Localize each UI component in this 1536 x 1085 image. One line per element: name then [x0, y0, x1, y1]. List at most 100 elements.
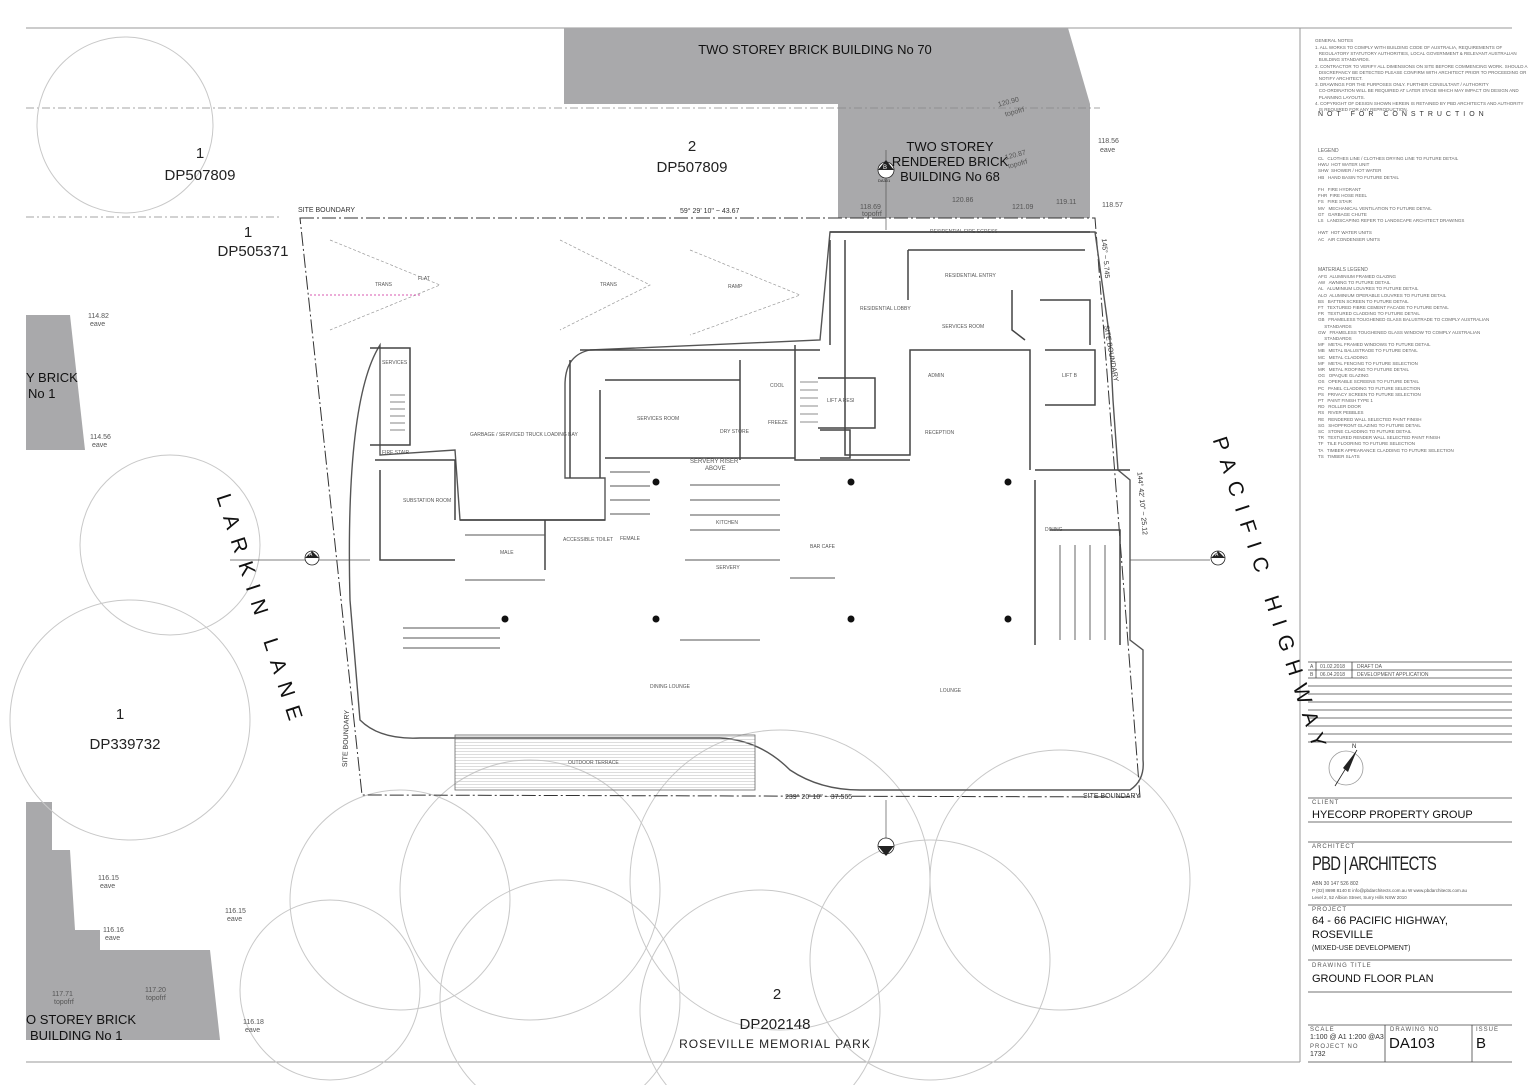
note-line: PLANNING LAYOUTS. — [1315, 94, 1365, 100]
spot-level-note: eave — [92, 442, 108, 449]
note-line: HWU HOT WATER UNIT — [1318, 162, 1370, 168]
spot-level-note: eave — [1100, 147, 1116, 154]
fire-stair — [390, 381, 818, 431]
note-line: CO-ORDINATION WILL BE REQUIRED AT LATER … — [1315, 88, 1519, 94]
spot-level-note: topofrf — [862, 211, 882, 218]
room-label: RESIDENTIAL LOBBY — [860, 306, 911, 312]
room-label: ADMIN — [928, 373, 945, 379]
project-line1: 64 - 66 PACIFIC HIGHWAY, — [1312, 915, 1448, 927]
note-line: FHR FIRE HOSE REEL — [1318, 193, 1368, 199]
architect-address: Level 2, 52 Albion Street, Surry Hills N… — [1312, 895, 1407, 900]
spot-level-note: eave — [227, 916, 243, 923]
room-label: SERVICES — [382, 360, 408, 366]
note-line: GW FRAMELESS TOUGHENED GLASS WINDOW TO C… — [1318, 329, 1481, 335]
note-line: MR METAL ROOFING TO FUTURE DETAIL — [1318, 367, 1410, 373]
building-left-label: No 1 — [28, 386, 56, 401]
note-line: DISCREPANCY BE DETECTED PLEASE CONFIRM W… — [1315, 69, 1527, 75]
room-label: ACCESSIBLE TOILET — [563, 537, 614, 543]
lot-number: 2 — [772, 986, 782, 1003]
issue-label: ISSUE — [1476, 1027, 1500, 1033]
revision-desc: DRAFT DA — [1357, 664, 1382, 670]
spot-level: 114.56 — [90, 434, 111, 441]
note-line: STANDARDS — [1318, 336, 1352, 342]
seating — [403, 471, 1106, 649]
note-line: BUILDING STANDARDS. — [1315, 57, 1370, 63]
room-label: SERVICES ROOM — [637, 416, 680, 422]
spot-level: 117.71 — [52, 991, 73, 998]
section-marker-a-left — [230, 550, 370, 566]
spot-level: 121.09 — [1012, 204, 1034, 211]
room-label: RESIDENTIAL ENTRY — [945, 273, 996, 279]
room-label: LOUNGE — [940, 688, 962, 694]
drawing-no: DA103 — [1389, 1035, 1435, 1052]
building-no70 — [564, 28, 1090, 104]
note-line: RE RENDERED WALL SELECTED PAINT FINISH — [1318, 416, 1422, 422]
note-line: STANDARDS — [1318, 323, 1352, 329]
note-line: HB HAND BASIN TO FUTURE DETAIL — [1318, 174, 1400, 180]
note-line: TF TILE FLOORING TO FUTURE SELECTION — [1318, 441, 1416, 447]
note-line: FR TEXTURED CLADDING TO FUTURE DETAIL — [1318, 311, 1420, 317]
room-label: FREEZE — [768, 420, 788, 426]
room-label: KITCHEN — [716, 520, 738, 526]
note-line: GB FRAMELESS TOUGHENED GLASS BALUSTRADE … — [1318, 317, 1490, 323]
note-line: CL CLOTHES LINE / CLOTHES DRYING LINE TO… — [1318, 156, 1459, 161]
section-ref: DA301 — [878, 178, 891, 183]
section-letter: A — [1215, 552, 1219, 558]
site-boundary — [299, 217, 1141, 798]
scale-value: 1:100 @ A1 1:200 @A3 — [1310, 1034, 1384, 1041]
client-name: HYECORP PROPERTY GROUP — [1312, 809, 1473, 821]
legend-title: LEGEND — [1318, 148, 1339, 154]
building-no68 — [838, 104, 1090, 218]
spot-level-note: eave — [90, 321, 106, 328]
room-label: GARBAGE / SERVICED TRUCK LOADING BAY — [470, 432, 578, 438]
general-notes: 1. ALL WORKS TO COMPLY WITH BUILDING COD… — [1315, 45, 1528, 113]
site-boundary-label: SITE BOUNDARY — [1083, 793, 1141, 800]
north-arrow-icon — [1328, 749, 1364, 787]
site-boundary-dimension: 239° 20' 10" ~ 37.565 — [785, 794, 853, 801]
project-no-label: PROJECT NO — [1310, 1044, 1359, 1050]
title-block-lines — [1308, 661, 1512, 1063]
spot-level: 116.18 — [243, 1019, 264, 1026]
room-label: SERVICES ROOM — [942, 324, 985, 330]
not-for-construction: NOT FOR CONSTRUCTION — [1318, 111, 1488, 118]
revision-desc: DEVELOPMENT APPLICATION — [1357, 672, 1429, 678]
building-no68-label: TWO STOREY — [906, 139, 994, 154]
room-label: SERVERY — [716, 565, 740, 571]
revision-rev: A — [1310, 664, 1314, 670]
tree-canopies — [9, 36, 1191, 1085]
note-line: NOTIFY ARCHITECT. — [1315, 76, 1363, 82]
note-line: SHW SHOWER / HOT WATER — [1318, 168, 1382, 174]
room-label: FIRE STAIR — [382, 450, 410, 456]
room-label: FEMALE — [620, 536, 641, 542]
room-label: DINING — [1045, 527, 1063, 533]
spot-level-note: topofrf — [54, 999, 74, 1006]
room-label: DINING LOUNGE — [650, 684, 691, 690]
spot-level-note: eave — [105, 935, 121, 942]
spot-level-note: topofrf — [146, 995, 166, 1002]
spot-level: 116.15 — [98, 875, 119, 882]
room-label: LIFT A RESI — [827, 398, 855, 404]
spot-level: 117.20 — [145, 987, 166, 994]
building-no70-label: TWO STOREY BRICK BUILDING No 70 — [698, 42, 932, 57]
outdoor-terrace-decking — [454, 734, 756, 791]
note-line: REGULATORY STATUTORY AUTHORITIES, LOCAL … — [1315, 51, 1517, 57]
architect-logo: PBD | ARCHITECTS — [1312, 854, 1437, 875]
architect-label: ARCHITECT — [1312, 844, 1356, 850]
note-line: PT PAINT FINISH TYPE 1 — [1318, 398, 1373, 404]
building-bottom-no1 — [26, 802, 220, 1040]
note-line: TS TIMBER SLATS — [1318, 453, 1360, 459]
project-line2: ROSEVILLE — [1312, 929, 1374, 941]
room-label: FLAT — [418, 276, 430, 282]
drawing-title: GROUND FLOOR PLAN — [1312, 973, 1434, 985]
room-label: COOL — [770, 383, 785, 389]
note-line: MF METAL FRAMED WINDOWS TO FUTURE DETAIL — [1318, 342, 1431, 348]
client-label: CLIENT — [1312, 800, 1340, 806]
drawing-title-label: DRAWING TITLE — [1312, 963, 1372, 969]
note-line: RD ROLLER DOOR — [1318, 404, 1362, 410]
room-label: SERVERY RISER — [690, 459, 739, 465]
north-label: N — [1352, 744, 1357, 750]
note-line: RS RIVER PEBBLES — [1318, 410, 1364, 416]
spot-level: 118.69 — [860, 204, 881, 211]
section-marker-a-right — [1130, 550, 1226, 566]
